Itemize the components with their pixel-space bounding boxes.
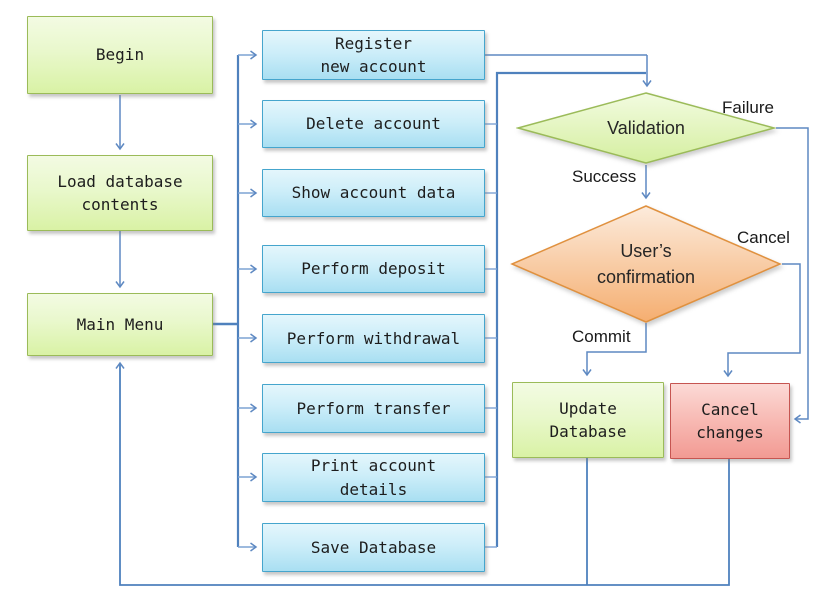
node-print-account-details-label: Print account details <box>310 456 437 499</box>
node-update-database-label: Update Database <box>549 398 627 441</box>
edge-label-cancel: Cancel <box>737 228 790 247</box>
node-delete-account-label: Delete account <box>306 114 441 134</box>
node-begin: Begin <box>27 16 213 94</box>
node-user-confirmation-decision: User’s confirmation <box>510 205 782 323</box>
node-perform-deposit-label: Perform deposit <box>301 259 446 279</box>
node-cancel-changes-label: Cancel changes <box>696 399 764 442</box>
node-register-account-label: Register new account <box>320 33 427 76</box>
node-update-database: Update Database <box>512 382 664 458</box>
node-load-database: Load database contents <box>27 155 213 231</box>
node-validation-decision: Validation <box>516 92 776 164</box>
node-validation-label: Validation <box>607 117 685 138</box>
edge-label-failure: Failure <box>722 98 774 117</box>
node-load-database-label: Load database contents <box>57 171 183 214</box>
node-main-menu: Main Menu <box>27 293 213 356</box>
node-main-menu-label: Main Menu <box>76 314 164 334</box>
node-save-database: Save Database <box>262 523 485 572</box>
node-cancel-changes: Cancel changes <box>670 383 790 459</box>
edge-failure <box>776 127 809 419</box>
edge-feedback-to-menu <box>120 363 730 586</box>
node-perform-withdrawal-label: Perform withdrawal <box>286 328 461 348</box>
node-print-account-details: Print account details <box>262 453 485 502</box>
node-delete-account: Delete account <box>262 100 485 148</box>
node-register-account: Register new account <box>262 30 485 80</box>
validation-diamond-shape <box>516 92 776 164</box>
node-show-account-data: Show account data <box>262 169 485 217</box>
node-perform-deposit: Perform deposit <box>262 245 485 293</box>
node-show-account-data-label: Show account data <box>291 183 456 203</box>
edge-right-collector <box>495 71 646 547</box>
edge-cancel <box>728 263 801 376</box>
node-perform-transfer-label: Perform transfer <box>296 398 451 418</box>
edge-label-success: Success <box>572 167 637 186</box>
node-begin-label: Begin <box>95 45 145 65</box>
confirmation-diamond-shape <box>510 205 782 323</box>
node-user-confirmation-label: User’s confirmation <box>596 240 696 287</box>
edge-label-commit: Commit <box>572 327 631 346</box>
node-perform-withdrawal: Perform withdrawal <box>262 314 485 363</box>
node-perform-transfer: Perform transfer <box>262 384 485 433</box>
node-save-database-label: Save Database <box>310 537 437 557</box>
edge-commit <box>587 323 647 375</box>
